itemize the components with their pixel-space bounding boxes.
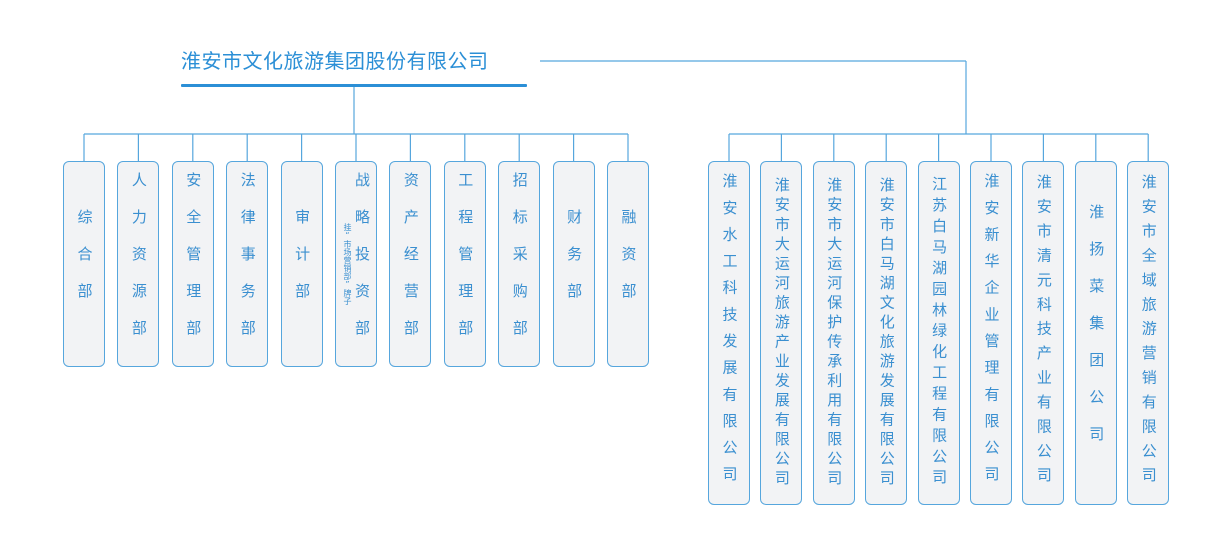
department-box: 财务部 — [552, 161, 595, 367]
subsidiary-box: 江苏白马湖园林绿化工程有限公司 — [917, 161, 960, 505]
subsidiary-label: 淮安市清元科技产业有限公司 — [1034, 174, 1053, 492]
department-box: 融资部 — [607, 161, 649, 367]
subsidiary-box: 淮安市大运河旅游产业发展有限公司 — [760, 161, 803, 505]
department-label: 人力资源部 — [129, 171, 148, 357]
department-label: 资产经营部 — [401, 171, 420, 357]
department-box: 资产经营部 — [389, 161, 432, 367]
department-box: 工程管理部 — [443, 161, 486, 367]
subsidiary-label: 淮扬菜集团公司 — [1087, 203, 1106, 463]
department-label: 安全管理部 — [184, 171, 203, 357]
subsidiary-box: 淮安市清元科技产业有限公司 — [1022, 161, 1065, 505]
subsidiary-box: 淮安市白马湖文化旅游发展有限公司 — [865, 161, 908, 505]
department-box: 法律事务部 — [226, 161, 269, 367]
subsidiary-box: 淮安新华企业管理有限公司 — [970, 161, 1012, 505]
department-label: 审计部 — [293, 208, 312, 320]
department-box: 招标采购部 — [498, 161, 541, 367]
department-box: 综合部 — [63, 161, 105, 367]
subsidiary-box: 淮安水工科技发展有限公司 — [708, 161, 750, 505]
subsidiary-box: 淮安市全域旅游营销有限公司 — [1127, 161, 1170, 505]
subsidiary-label: 淮安新华企业管理有限公司 — [982, 173, 1001, 493]
subsidiary-label: 淮安市白马湖文化旅游发展有限公司 — [877, 176, 896, 490]
org-title: 淮安市文化旅游集团股份有限公司 — [181, 49, 489, 73]
department-label: 战略投资部 — [353, 171, 371, 357]
department-note: 挂“市场营销部”牌子 — [343, 223, 352, 305]
department-box: 挂“市场营销部”牌子战略投资部 — [335, 161, 377, 367]
subsidiary-label: 淮安水工科技发展有限公司 — [720, 173, 739, 493]
department-label: 综合部 — [75, 208, 94, 320]
department-label: 招标采购部 — [510, 171, 529, 357]
subsidiary-box: 淮扬菜集团公司 — [1074, 161, 1117, 505]
subsidiary-label: 淮安市大运河保护传承利用有限公司 — [825, 176, 844, 490]
department-box: 人力资源部 — [117, 161, 160, 367]
subsidiary-box: 淮安市大运河保护传承利用有限公司 — [812, 161, 855, 505]
department-box: 安全管理部 — [171, 161, 214, 367]
department-label: 工程管理部 — [456, 171, 475, 357]
subsidiary-label: 淮安市全域旅游营销有限公司 — [1139, 174, 1158, 492]
department-label: 财务部 — [565, 208, 584, 320]
subsidiary-label: 江苏白马湖园林绿化工程有限公司 — [930, 176, 949, 490]
department-box: 审计部 — [280, 161, 323, 367]
department-label: 融资部 — [619, 208, 638, 320]
department-label: 法律事务部 — [238, 171, 257, 357]
subsidiary-label: 淮安市大运河旅游产业发展有限公司 — [772, 176, 791, 490]
title-underline — [181, 84, 527, 87]
